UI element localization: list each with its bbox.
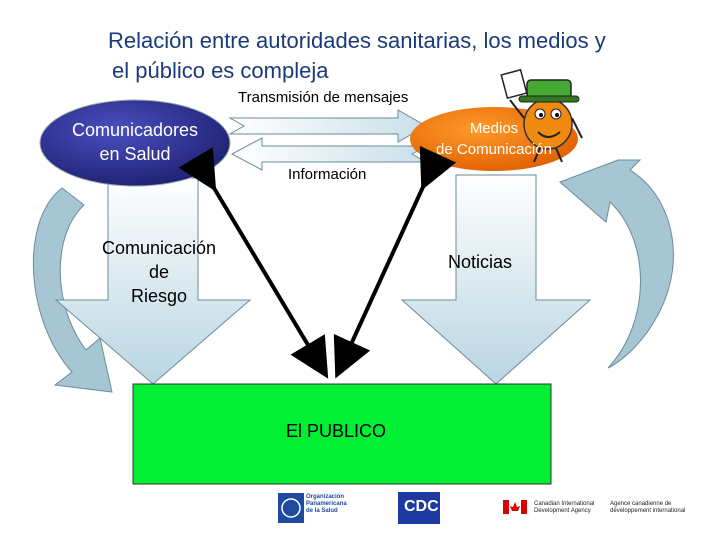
cida-fr-text: Agence canadienne de développement inter… [610, 501, 686, 514]
title-line-1: Relación entre autoridades sanitarias, l… [108, 28, 606, 53]
comunicadores-line-2: en Salud [99, 144, 171, 164]
medios-line-1: Medios [469, 120, 519, 137]
medios-label: Medios de Comunicación [414, 118, 574, 160]
left-curved-arrow [32, 187, 113, 393]
cdc-logo-text: CDC [404, 498, 439, 515]
comunicadores-label: Comunicadores en Salud [50, 118, 220, 166]
publico-label: El PUBLICO [286, 421, 387, 441]
medios-publico-line [333, 145, 457, 379]
canada-flag-icon [503, 500, 527, 514]
riesgo-label: Comunicación de Riesgo [84, 236, 234, 308]
noticias-label: Noticias [448, 252, 513, 272]
ops-logo-text: Organización Panamericana de la Salud [306, 494, 347, 514]
riesgo-line-3: Riesgo [130, 286, 188, 306]
informacion-label: Información [288, 166, 367, 183]
ops-logo [278, 493, 304, 523]
transmision-label: Transmisión de mensajes [238, 89, 409, 106]
riesgo-line-2: de [148, 262, 170, 282]
page-title: Relación entre autoridades sanitarias, l… [108, 26, 606, 86]
publico-box [132, 383, 552, 485]
medios-line-2: de Comunicación [436, 141, 552, 158]
riesgo-publico-line [178, 147, 329, 379]
reporter-clipart [500, 68, 583, 163]
comunicadores-line-1: Comunicadores [71, 120, 199, 140]
transmision-arrow [228, 109, 428, 143]
title-line-2: el público es compleja [112, 58, 329, 83]
right-curved-arrow [559, 159, 674, 369]
noticias-arrow [400, 174, 592, 385]
cida-en-text: Canadian International Development Agenc… [534, 501, 595, 514]
cdc-logo [398, 492, 440, 524]
riesgo-line-1: Comunicación [101, 238, 217, 258]
